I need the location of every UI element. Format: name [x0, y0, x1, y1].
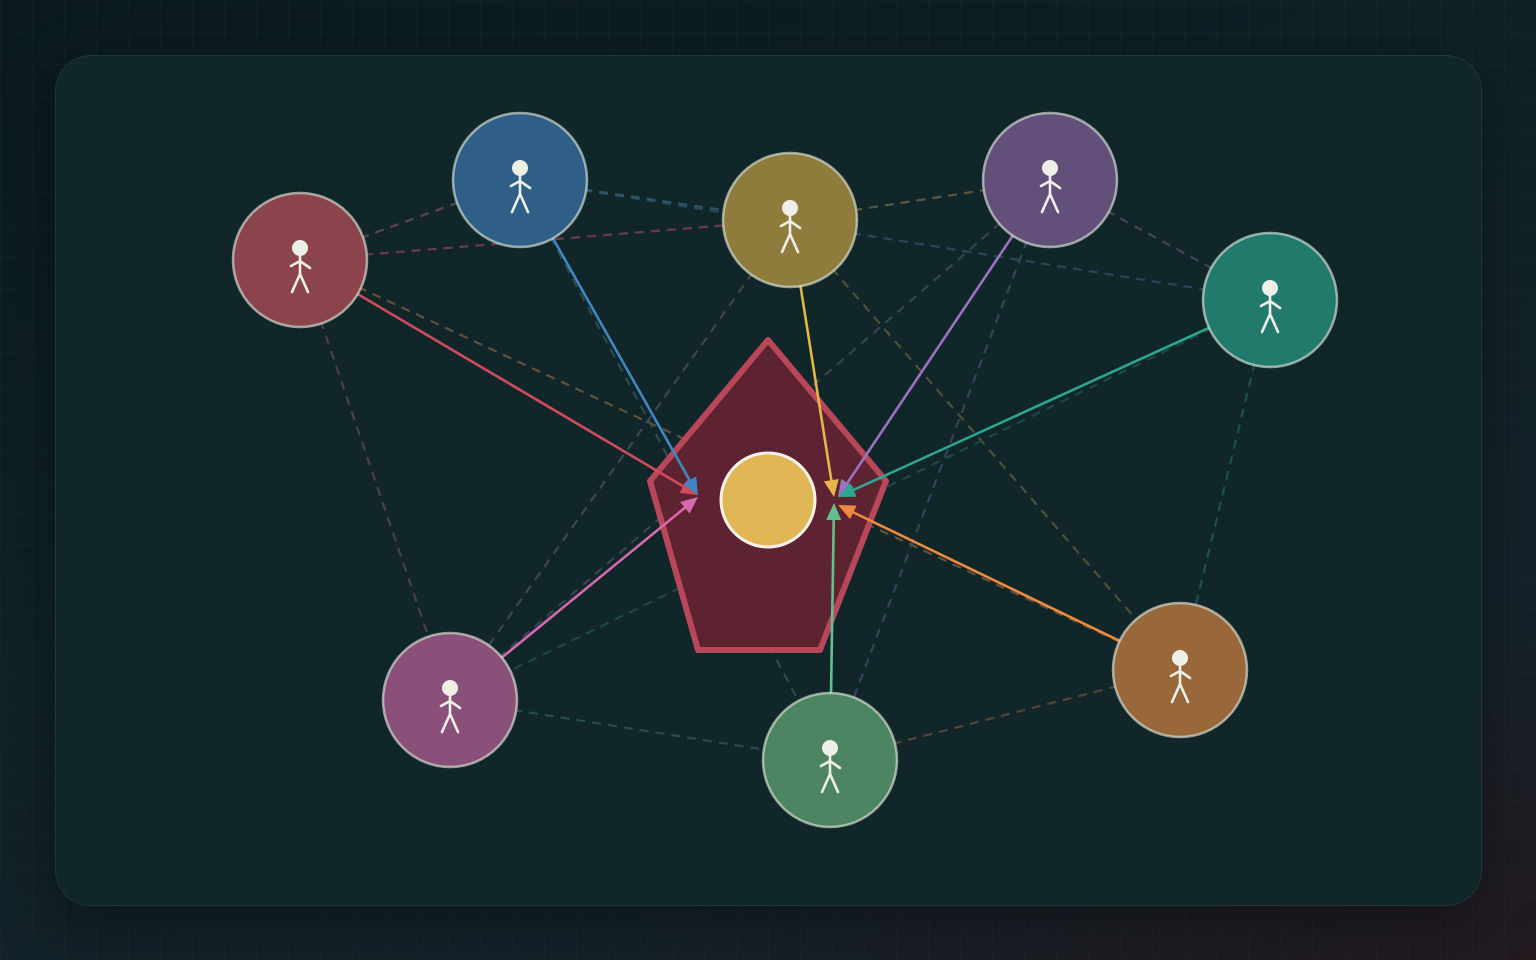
peer-node-teal[interactable]: [1201, 231, 1339, 369]
peer-node-purple[interactable]: [981, 111, 1119, 249]
link-purple-green: [828, 179, 1052, 761]
person-icon: [779, 200, 802, 254]
person-icon: [509, 160, 532, 214]
peer-node-green[interactable]: [761, 691, 899, 829]
person-icon: [1169, 650, 1192, 704]
hub-core-circle[interactable]: [719, 451, 817, 549]
peer-node-pink[interactable]: [381, 631, 519, 769]
arrow-red-to-hub: [298, 258, 698, 495]
link-gold-pink: [449, 219, 791, 701]
person-icon: [1259, 280, 1282, 334]
arrow-teal-to-hub: [838, 298, 1272, 497]
link-red-pink: [298, 259, 452, 701]
person-icon: [439, 680, 462, 734]
peer-node-gold[interactable]: [721, 151, 859, 289]
person-icon: [819, 740, 842, 794]
link-pink-purple: [449, 179, 1051, 701]
person-icon: [1039, 160, 1062, 214]
peer-node-red[interactable]: [231, 191, 369, 329]
peer-node-blue[interactable]: [451, 111, 589, 249]
link-gold-orange: [789, 219, 1181, 671]
link-gold-purple: [789, 178, 1051, 222]
peer-nodes: [231, 111, 1339, 829]
central-hub[interactable]: [647, 337, 889, 653]
link-orange-green: [829, 668, 1181, 762]
link-blue-teal: [519, 178, 1271, 302]
peer-node-orange[interactable]: [1111, 601, 1249, 739]
person-icon: [289, 240, 312, 294]
